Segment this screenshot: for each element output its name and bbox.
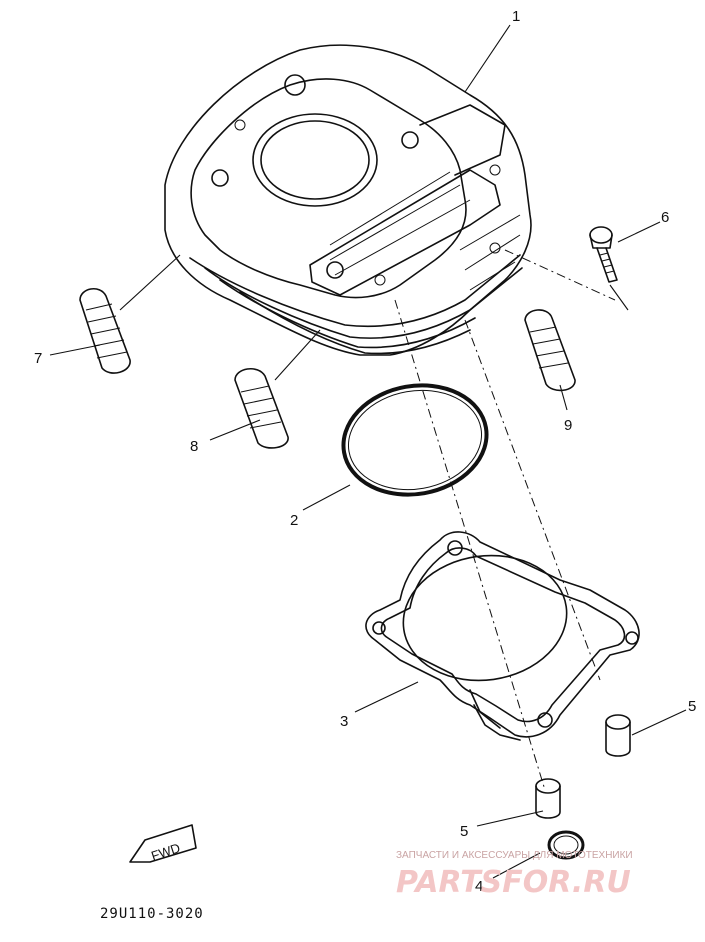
watermark-tagline: ЗАПЧАСТИ И АКСЕССУАРЫ ДЛЯ МОТОТЕХНИКИ <box>396 850 633 861</box>
callout-2: 2 <box>290 512 298 529</box>
alignment-lines <box>394 249 616 791</box>
callout-8: 8 <box>190 438 198 455</box>
watermark-brand: PARTSFOR.RU <box>396 865 631 900</box>
callout-1: 1 <box>512 8 520 25</box>
dowel <box>535 778 561 819</box>
fwd-arrow: FWD <box>129 824 197 864</box>
callout-7: 7 <box>34 350 42 367</box>
callout-9: 9 <box>564 417 572 434</box>
callout-6: 6 <box>661 209 669 226</box>
callout-3: 3 <box>340 713 348 730</box>
callout-5-right: 5 <box>688 698 696 715</box>
callout-5-left: 5 <box>460 823 468 840</box>
cylinder-block <box>164 44 532 356</box>
o-ring <box>341 383 489 497</box>
leader-lines <box>49 24 687 879</box>
drawing-code: 29U110-3020 <box>100 906 204 922</box>
callout-4: 4 <box>475 878 483 895</box>
bolt <box>589 226 618 283</box>
dowel <box>605 714 631 757</box>
dowel-pin <box>79 288 131 374</box>
dowel-pin <box>234 368 289 449</box>
watermark: ЗАПЧАСТИ И АКСЕССУАРЫ ДЛЯ МОТОТЕХНИКИ PA… <box>396 850 633 900</box>
small-o-ring <box>547 830 585 860</box>
fwd-label: FWD <box>149 840 182 863</box>
cylinder-gasket <box>365 531 640 741</box>
dowel-pin <box>524 309 576 392</box>
